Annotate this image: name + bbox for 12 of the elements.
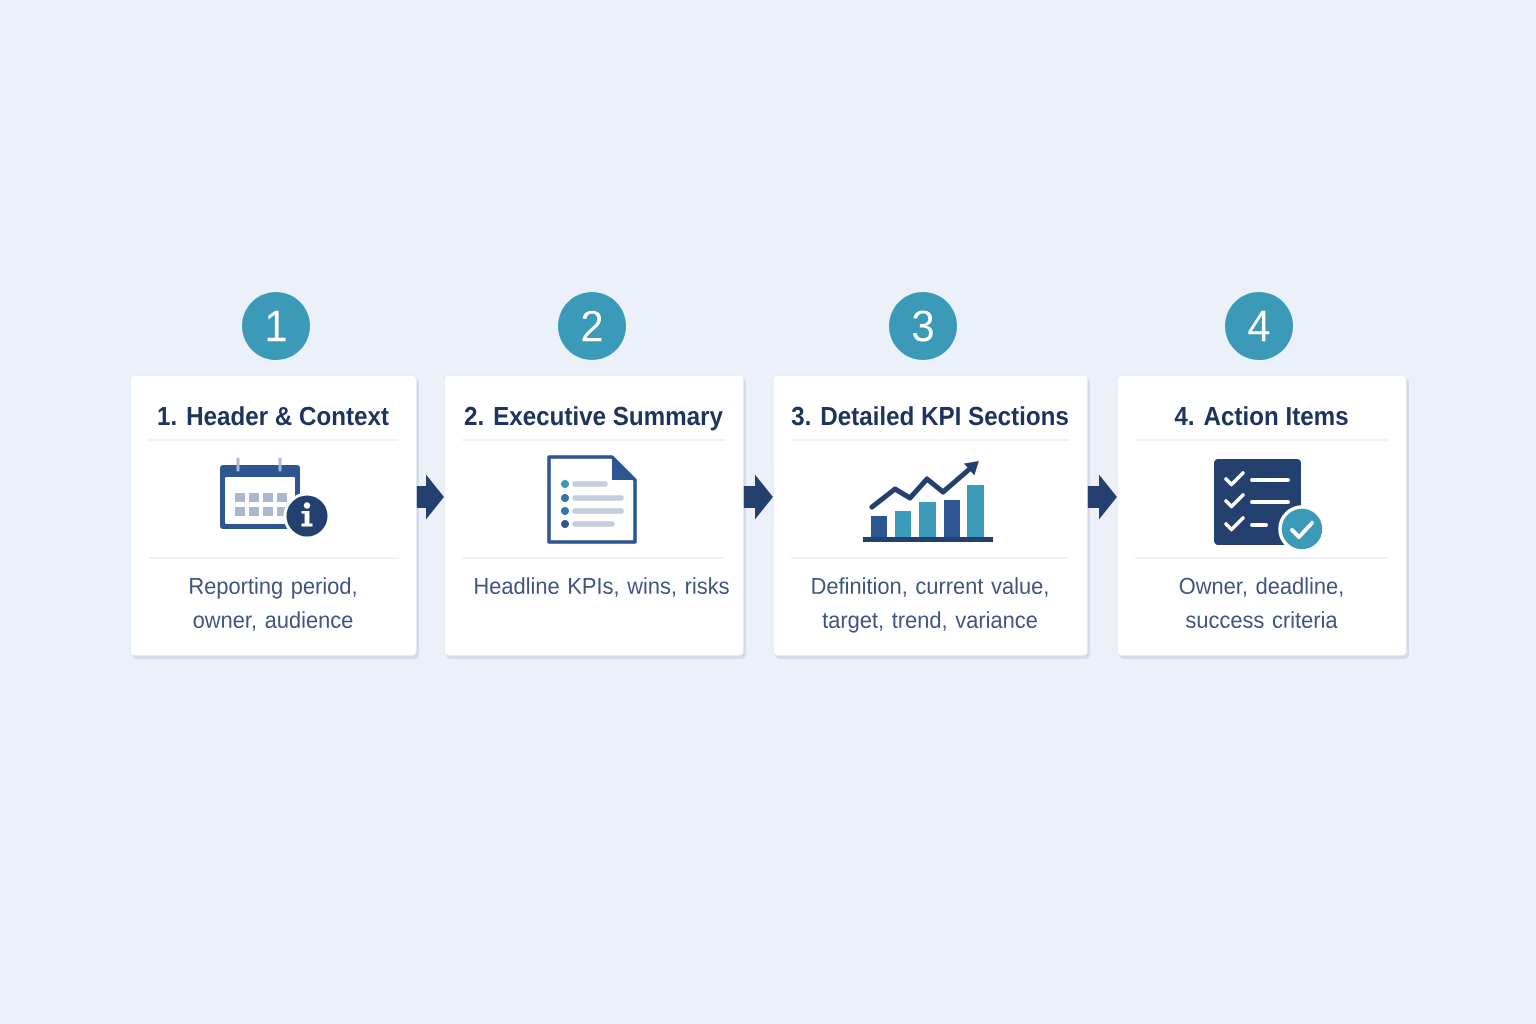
card-title: 3. Detailed KPI Sections	[791, 406, 1068, 426]
card-title: 1. Header & Context	[158, 406, 389, 426]
number-badge: 3	[889, 292, 957, 360]
card-text: Reporting period, owner, audience	[190, 577, 356, 631]
card-text: Definition, current value, target, trend, variance	[812, 577, 1048, 633]
card-title: 4. Action Items	[1174, 406, 1348, 426]
card-title: 2. Executive Summary	[464, 406, 723, 431]
card-text: Owner, deadline, success criteria	[1179, 577, 1343, 629]
number-badge: 2	[558, 292, 626, 360]
number-badge: 4	[1225, 292, 1293, 360]
number-badge: 1	[242, 292, 310, 360]
card-text: Headline KPIs, wins, risks	[475, 577, 729, 597]
